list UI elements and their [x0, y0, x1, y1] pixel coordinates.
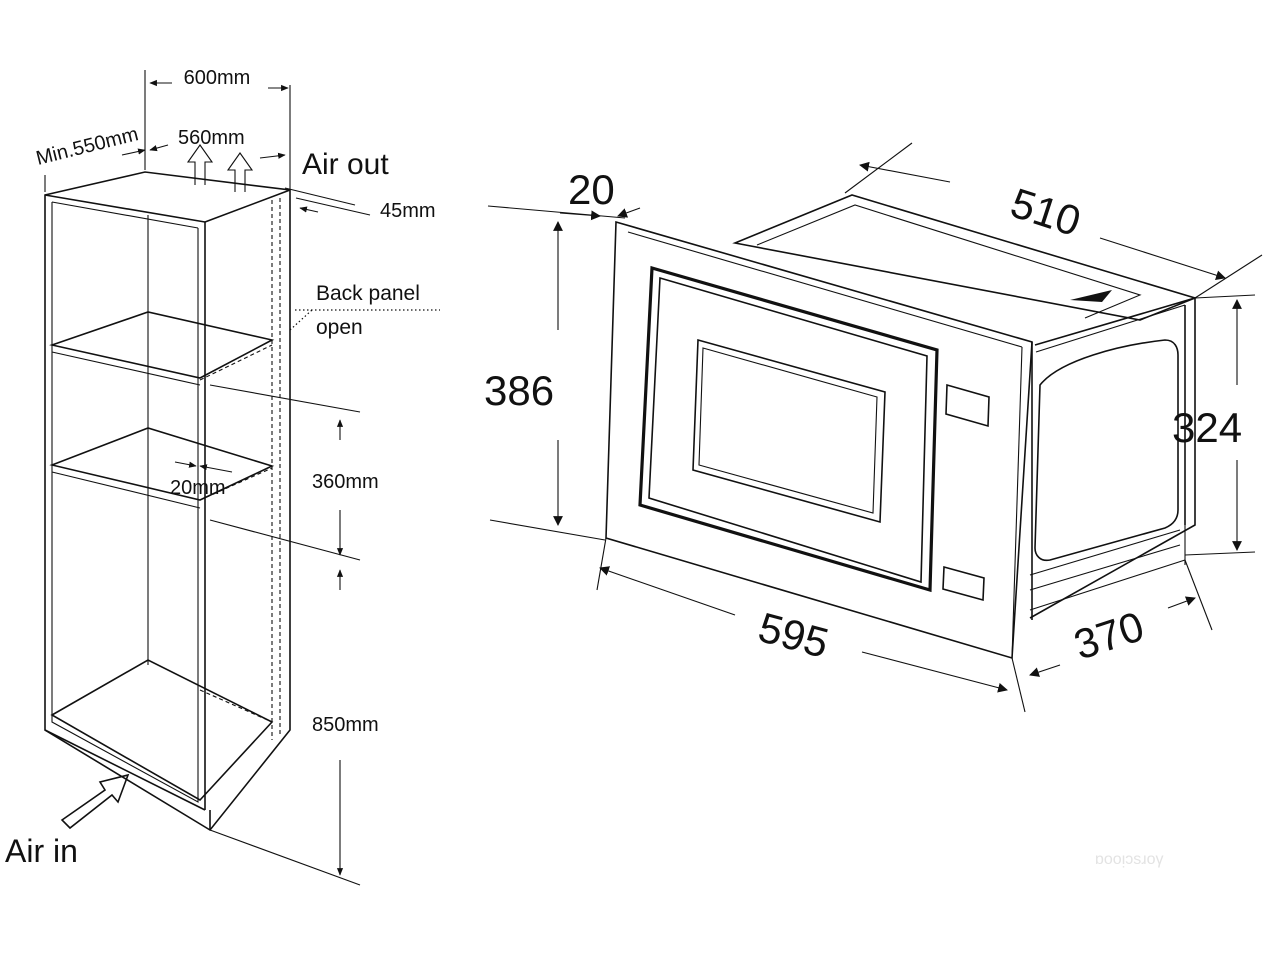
label-open: open — [316, 316, 363, 339]
label-gap-45: 45mm — [380, 200, 436, 222]
microwave-drawing — [487, 142, 1263, 713]
label-height-386: 386 — [484, 367, 554, 414]
label-depth-510: 510 — [1005, 179, 1086, 245]
label-min-550: Min.550mm — [34, 123, 141, 170]
label-width-560: 560mm — [178, 127, 245, 149]
label-depth-370: 370 — [1068, 602, 1149, 668]
label-height-850: 850mm — [312, 714, 379, 736]
label-gap-20: 20mm — [170, 477, 226, 499]
watermark: ɒooᴉɔsɹoγ — [1095, 851, 1163, 868]
label-back-panel: Back panel — [316, 282, 420, 305]
cabinet-drawing — [44, 70, 440, 886]
label-width-600: 600mm — [184, 67, 251, 89]
label-air-out: Air out — [302, 148, 389, 181]
label-width-595: 595 — [754, 603, 834, 667]
label-depth-20: 20 — [568, 166, 615, 213]
label-height-324: 324 — [1172, 404, 1242, 451]
label-air-in: Air in — [5, 833, 78, 869]
label-height-360: 360mm — [312, 471, 379, 493]
